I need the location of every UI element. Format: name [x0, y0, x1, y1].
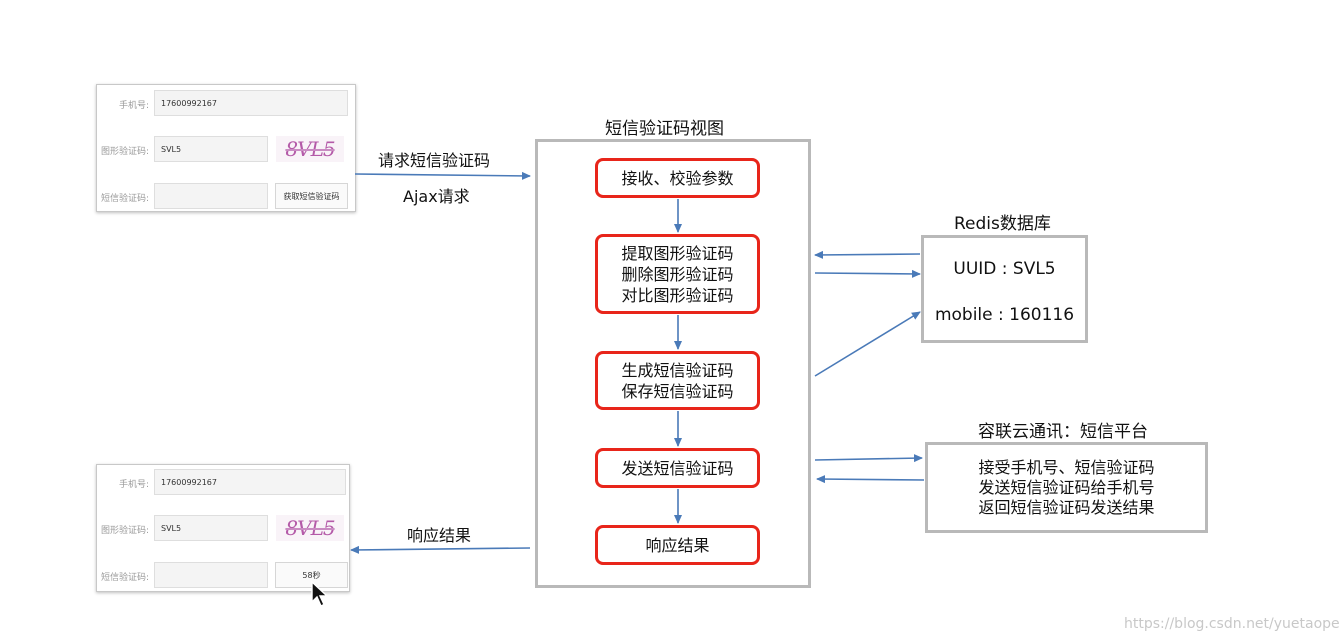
- step-line: 接收、校验参数: [621, 168, 734, 188]
- redis-box: UUID : SVL5 mobile : 160116: [921, 235, 1088, 343]
- step-line: 提取图形验证码: [621, 243, 734, 263]
- step-generate-save: 生成短信验证码 保存短信验证码: [595, 351, 760, 410]
- view-to-redis-arrow: [814, 269, 921, 278]
- view-to-redis-save-arrow: [814, 311, 921, 377]
- step-line: 发送短信验证码: [621, 458, 734, 478]
- captcha-image[interactable]: 8VL5: [276, 136, 344, 162]
- get-sms-code-button[interactable]: 获取短信验证码: [275, 183, 348, 209]
- redis-mobile: mobile : 160116: [934, 305, 1075, 325]
- view-title: 短信验证码视图: [605, 119, 724, 139]
- sms-platform-line: 接受手机号、短信验证码: [978, 457, 1155, 477]
- phone-label: 手机号:: [118, 101, 149, 111]
- response-arrow: [350, 545, 531, 554]
- cursor-icon: [311, 580, 329, 607]
- step-line: 对比图形验证码: [621, 285, 734, 305]
- view-to-sms-arrow: [814, 454, 923, 463]
- phone-input[interactable]: 17600992167: [154, 90, 348, 116]
- sms-code-label: 短信验证码:: [100, 573, 149, 583]
- sms-code-input[interactable]: [154, 183, 268, 209]
- captcha-input[interactable]: SVL5: [154, 515, 268, 541]
- ajax-label: Ajax请求: [403, 187, 470, 206]
- captcha-label: 图形验证码:: [100, 526, 149, 536]
- bottom-form-panel: 手机号: 17600992167 图形验证码: SVL5 8VL5 短信验证码:…: [96, 464, 350, 592]
- redis-title: Redis数据库: [954, 214, 1051, 234]
- sms-platform-line: 返回短信验证码发送结果: [978, 497, 1155, 517]
- captcha-image[interactable]: 8VL5: [276, 515, 344, 541]
- redis-uuid: UUID : SVL5: [953, 259, 1056, 279]
- sms-to-view-arrow: [816, 475, 925, 484]
- redis-to-view-arrow: [814, 250, 921, 259]
- sms-platform-line: 发送短信验证码给手机号: [978, 477, 1155, 497]
- step-respond: 响应结果: [595, 525, 760, 565]
- watermark: https://blog.csdn.net/yuetaope: [1124, 616, 1340, 632]
- captcha-input[interactable]: SVL5: [154, 136, 268, 162]
- request-label: 请求短信验证码: [378, 151, 491, 170]
- step-image-code: 提取图形验证码 删除图形验证码 对比图形验证码: [595, 234, 760, 314]
- response-label: 响应结果: [407, 526, 472, 545]
- step-send-sms: 发送短信验证码: [595, 448, 760, 488]
- request-arrow: [354, 171, 531, 180]
- step-line: 保存短信验证码: [621, 381, 734, 401]
- top-form-panel: 手机号: 17600992167 图形验证码: SVL5 8VL5 短信验证码:…: [96, 84, 356, 212]
- captcha-label: 图形验证码:: [100, 147, 149, 157]
- sms-code-label: 短信验证码:: [100, 194, 149, 204]
- step-line: 生成短信验证码: [621, 360, 734, 380]
- phone-input[interactable]: 17600992167: [154, 469, 346, 495]
- step-line: 删除图形验证码: [621, 264, 734, 284]
- sms-code-input[interactable]: [154, 562, 268, 588]
- sms-platform-title: 容联云通讯：短信平台: [978, 422, 1148, 442]
- step-line: 响应结果: [645, 535, 710, 555]
- phone-label: 手机号:: [118, 480, 149, 490]
- sms-platform-box: 接受手机号、短信验证码 发送短信验证码给手机号 返回短信验证码发送结果: [925, 442, 1208, 533]
- step-receive-validate: 接收、校验参数: [595, 158, 760, 198]
